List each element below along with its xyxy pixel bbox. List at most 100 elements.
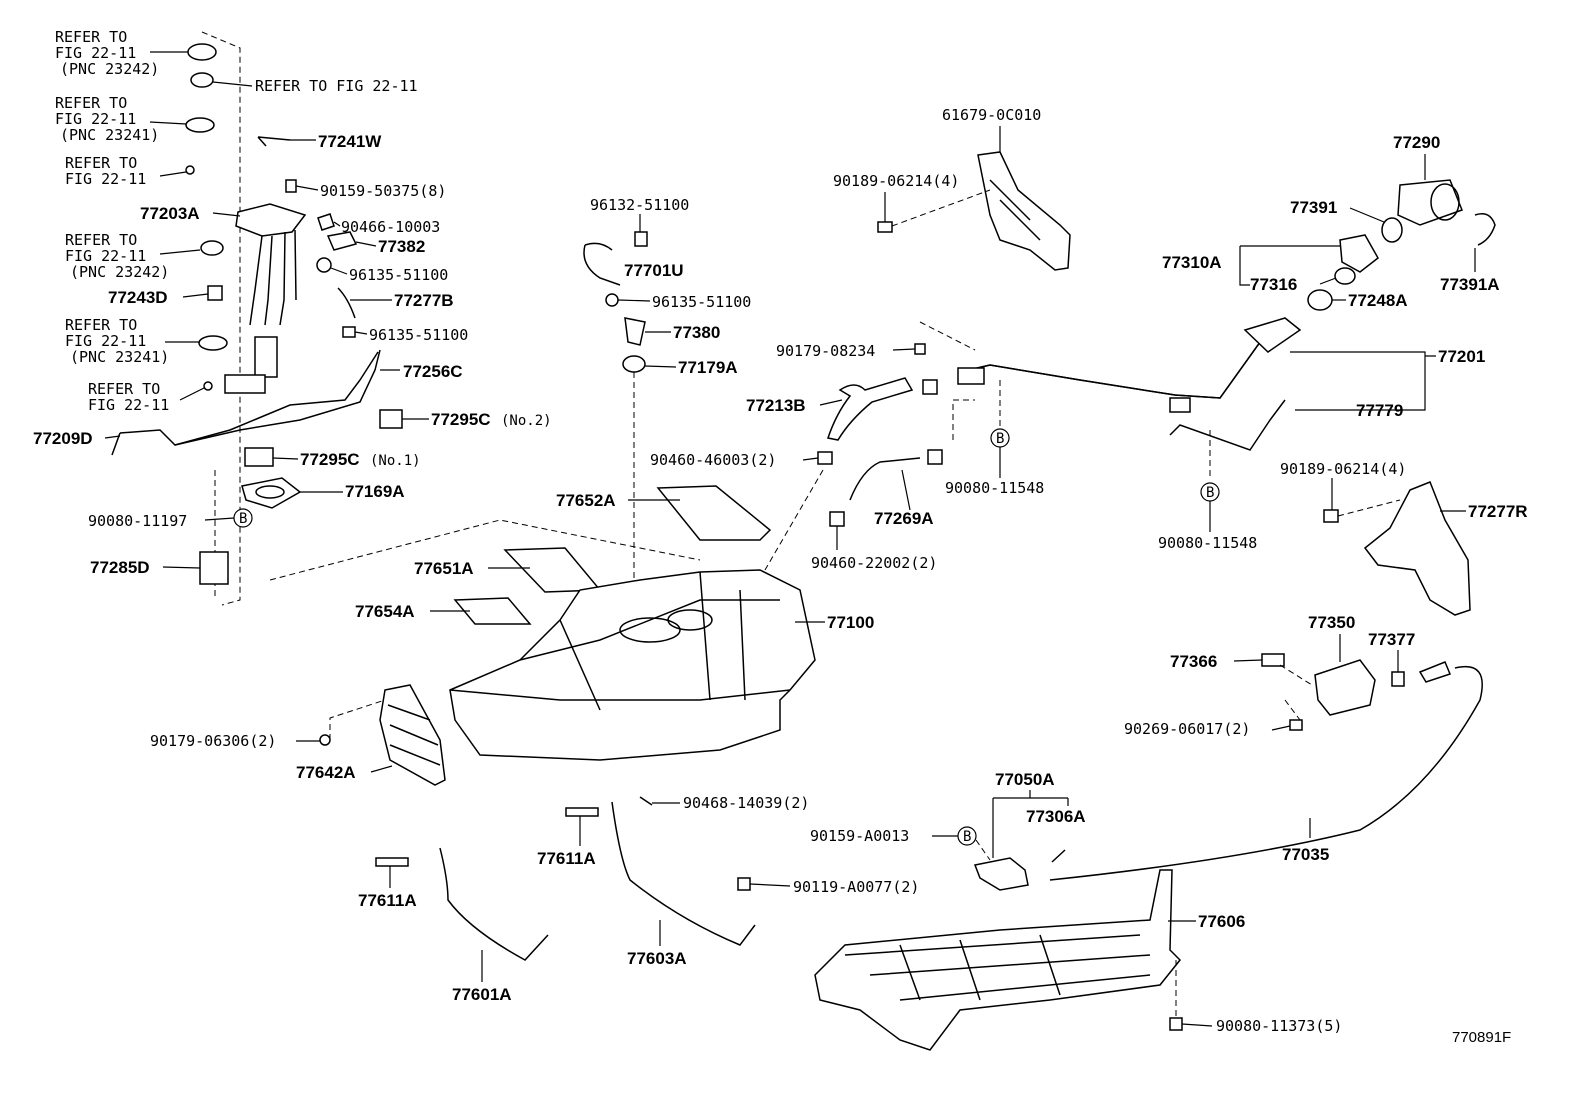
label-refer: REFER TO xyxy=(65,231,137,249)
clamp-part xyxy=(927,449,943,465)
strap-77391A xyxy=(1474,213,1496,246)
gauge-77243D xyxy=(207,285,223,301)
label-90119-A0077: 90119-A0077(2) xyxy=(793,878,919,896)
gasket-part xyxy=(185,117,215,133)
hose-77277B xyxy=(337,287,356,319)
ref-b-marker: B xyxy=(1206,485,1214,501)
label-77285D: 77285D xyxy=(90,558,150,577)
label-refer: REFER TO xyxy=(65,154,137,172)
gasket-part xyxy=(200,240,224,256)
label-77269A: 77269A xyxy=(874,509,934,528)
cap-77290 xyxy=(1397,179,1463,226)
gasket-part xyxy=(198,335,228,351)
label-77295C-no1: 77295C xyxy=(300,450,360,469)
clamp-77295C-no2 xyxy=(379,409,403,429)
label-90189-06214: 90189-06214(4) xyxy=(833,172,959,190)
fuel-tank-group xyxy=(319,231,943,786)
pad-77654A xyxy=(453,597,532,625)
label-refer: REFER TO xyxy=(55,28,127,46)
label-77277B: 77277B xyxy=(394,291,454,310)
fuel-tank-77100 xyxy=(449,569,816,761)
label-90080-11373: 90080-11373(5) xyxy=(1216,1017,1342,1035)
gasket-77316 xyxy=(1334,267,1356,285)
label-refer: REFER TO xyxy=(55,94,127,112)
clip-90460-22002 xyxy=(829,511,845,527)
bracket-77285D xyxy=(199,551,229,585)
label-90080-11548: 90080-11548 xyxy=(1158,534,1257,552)
bolt-77611A xyxy=(375,857,409,867)
label-90269-06017: 90269-06017(2) xyxy=(1124,720,1250,738)
clip-90468-14039 xyxy=(639,796,653,806)
opener-end xyxy=(1418,661,1452,683)
hose-77701U xyxy=(583,244,621,286)
screw-part xyxy=(185,165,195,175)
label-90179-08234: 90179-08234 xyxy=(776,342,875,360)
fuel-pump-body xyxy=(254,336,278,378)
spring-77377 xyxy=(1391,671,1405,687)
pad-77651A xyxy=(503,547,602,593)
bolt-90119-A0077 xyxy=(737,877,751,891)
label-77248A: 77248A xyxy=(1348,291,1408,310)
label-90460-46003: 90460-46003(2) xyxy=(650,451,776,469)
hose-77213B xyxy=(827,377,914,441)
label-refer: (PNC 23241) xyxy=(70,348,169,366)
label-77243D: 77243D xyxy=(108,288,168,307)
label-90466-10003: 90466-10003 xyxy=(341,218,440,236)
pump-bracket-77203A xyxy=(235,203,307,237)
ref-b-marker: B xyxy=(996,431,1004,447)
label-77391: 77391 xyxy=(1290,198,1337,217)
label-77169A: 77169A xyxy=(345,482,405,501)
label-96135-51100: 96135-51100 xyxy=(349,266,448,284)
left-labels: REFER TO FIG 22-11 (PNC 23242) REFER TO … xyxy=(33,28,552,577)
breather-77779 xyxy=(1169,399,1286,451)
label-90080-11548: 90080-11548 xyxy=(945,479,1044,497)
label-77654A: 77654A xyxy=(355,602,415,621)
label-77316: 77316 xyxy=(1250,275,1297,294)
hinge-77366 xyxy=(1261,653,1285,667)
bolt-90159-50375 xyxy=(285,179,297,193)
straps-and-cover-group xyxy=(375,796,1183,1051)
label-refer: FIG 22-11 xyxy=(65,332,146,350)
label-90460-22002: 90460-22002(2) xyxy=(811,554,937,572)
label-90080-11197: 90080-11197 xyxy=(88,512,187,530)
label-77209D: 77209D xyxy=(33,429,93,448)
label-refer: FIG 22-11 xyxy=(88,396,169,414)
valve-77380 xyxy=(624,317,646,346)
label-77310A: 77310A xyxy=(1162,253,1222,272)
label-77256C: 77256C xyxy=(403,362,463,381)
clip-77241W xyxy=(257,136,291,147)
bolt-90189-06214 xyxy=(1323,509,1339,523)
label-77350: 77350 xyxy=(1308,613,1355,632)
diagram-code: 770891F xyxy=(1452,1029,1511,1046)
label-90468-14039: 90468-14039(2) xyxy=(683,794,809,812)
strap-77601A xyxy=(439,847,549,961)
label-77377: 77377 xyxy=(1368,630,1415,649)
screw-90269-06017 xyxy=(1289,719,1303,731)
label-77380: 77380 xyxy=(673,323,720,342)
nut-90179-08234 xyxy=(914,343,926,355)
clip-96135-51100 xyxy=(316,257,332,273)
label-refer: FIG 22-11 xyxy=(65,170,146,188)
clamp-90466-10003 xyxy=(317,213,335,231)
label-77050A: 77050A xyxy=(995,770,1055,789)
label-77100: 77100 xyxy=(827,613,874,632)
label-96135-51100: 96135-51100 xyxy=(652,293,751,311)
label-90179-06306: 90179-06306(2) xyxy=(150,732,276,750)
ref-b-marker: B xyxy=(963,829,971,845)
filler-pipe-77201 xyxy=(959,329,1271,399)
right-labels: 61679-0C010 90189-06214(4) 77290 77391 7… xyxy=(810,106,1528,864)
label-refer: REFER TO xyxy=(65,316,137,334)
label-77241W: 77241W xyxy=(318,132,382,151)
label-77290: 77290 xyxy=(1393,133,1440,152)
label-77652A: 77652A xyxy=(556,491,616,510)
bolt-90080-11373 xyxy=(1169,1017,1183,1031)
protector-61679-0C010 xyxy=(977,151,1071,271)
clamp-77295C-no1 xyxy=(244,447,274,467)
label-77201: 77201 xyxy=(1438,347,1485,366)
grommet-part xyxy=(187,43,217,61)
label-77701U: 77701U xyxy=(624,261,684,280)
label-77277R: 77277R xyxy=(1468,502,1528,521)
label-77035: 77035 xyxy=(1282,845,1329,864)
screw-part xyxy=(203,381,213,391)
